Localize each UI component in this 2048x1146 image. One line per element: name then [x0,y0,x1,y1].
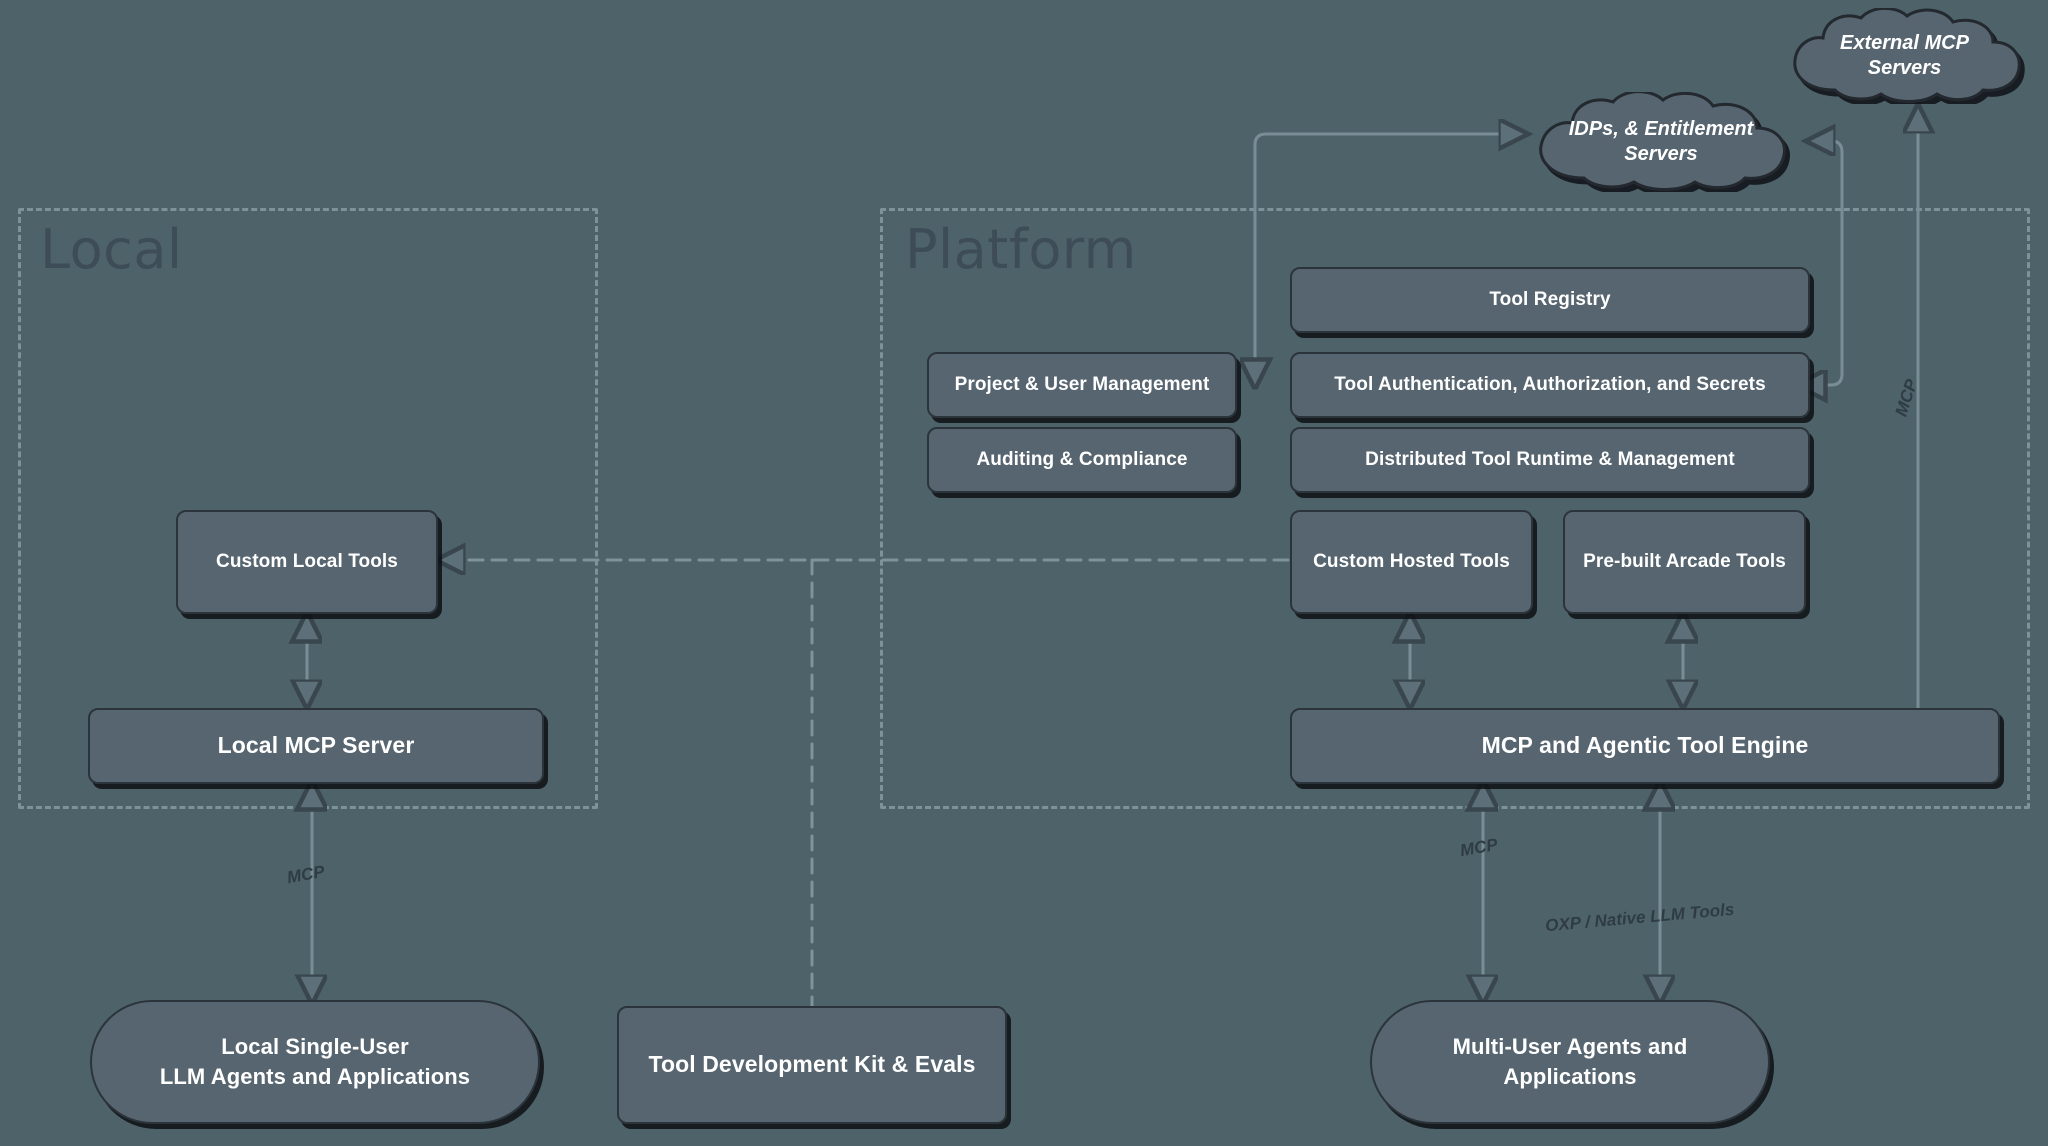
node-tool-development-kit-evals[interactable]: Tool Development Kit & Evals [617,1006,1007,1124]
cloud-idps-label-line1: IDPs, & Entitlement [1568,118,1754,140]
cloud-shape-icon [1539,92,1786,191]
cloud-shape-icon [1793,8,2021,103]
node-local-single-user-agents-label: Local Single-User LLM Agents and Applica… [160,1032,470,1091]
cloud-idps-label-line2: Servers [1624,143,1698,165]
multi-user-agents-line2: Applications [1503,1064,1637,1089]
node-prebuilt-arcade-tools[interactable]: Pre-built Arcade Tools [1563,510,1806,614]
node-multi-user-agents-label: Multi-User Agents and Applications [1453,1032,1688,1091]
cloud-external-mcp-servers[interactable]: External MCP Servers [1777,8,2032,104]
node-tool-registry[interactable]: Tool Registry [1290,267,1810,333]
node-custom-hosted-tools[interactable]: Custom Hosted Tools [1290,510,1533,614]
node-distributed-tool-runtime-management[interactable]: Distributed Tool Runtime & Management [1290,427,1810,493]
node-project-user-management[interactable]: Project & User Management [927,352,1237,418]
multi-user-agents-line1: Multi-User Agents and [1452,1034,1688,1060]
cloud-idps-label: IDPs, & Entitlement Servers [1543,117,1779,167]
zone-local-title: Local [40,218,183,281]
node-custom-local-tools[interactable]: Custom Local Tools [176,510,438,614]
node-tool-authentication-authorization-secrets[interactable]: Tool Authentication, Authorization, and … [1290,352,1810,418]
zone-platform-title: Platform [905,218,1137,281]
node-multi-user-agents[interactable]: Multi-User Agents and Applications [1370,1000,1770,1124]
local-agents-line2: LLM Agents and Applications [159,1064,471,1089]
cloud-idps-entitlement-servers[interactable]: IDPs, & Entitlement Servers [1522,92,1800,192]
node-local-mcp-server[interactable]: Local MCP Server [88,708,544,784]
node-local-single-user-agents[interactable]: Local Single-User LLM Agents and Applica… [90,1000,540,1124]
local-agents-line1: Local Single-User [221,1034,409,1060]
cloud-external-mcp-servers-label: External MCP Servers [1840,32,1969,79]
node-auditing-compliance[interactable]: Auditing & Compliance [927,427,1237,493]
node-mcp-agentic-tool-engine[interactable]: MCP and Agentic Tool Engine [1290,708,2000,784]
